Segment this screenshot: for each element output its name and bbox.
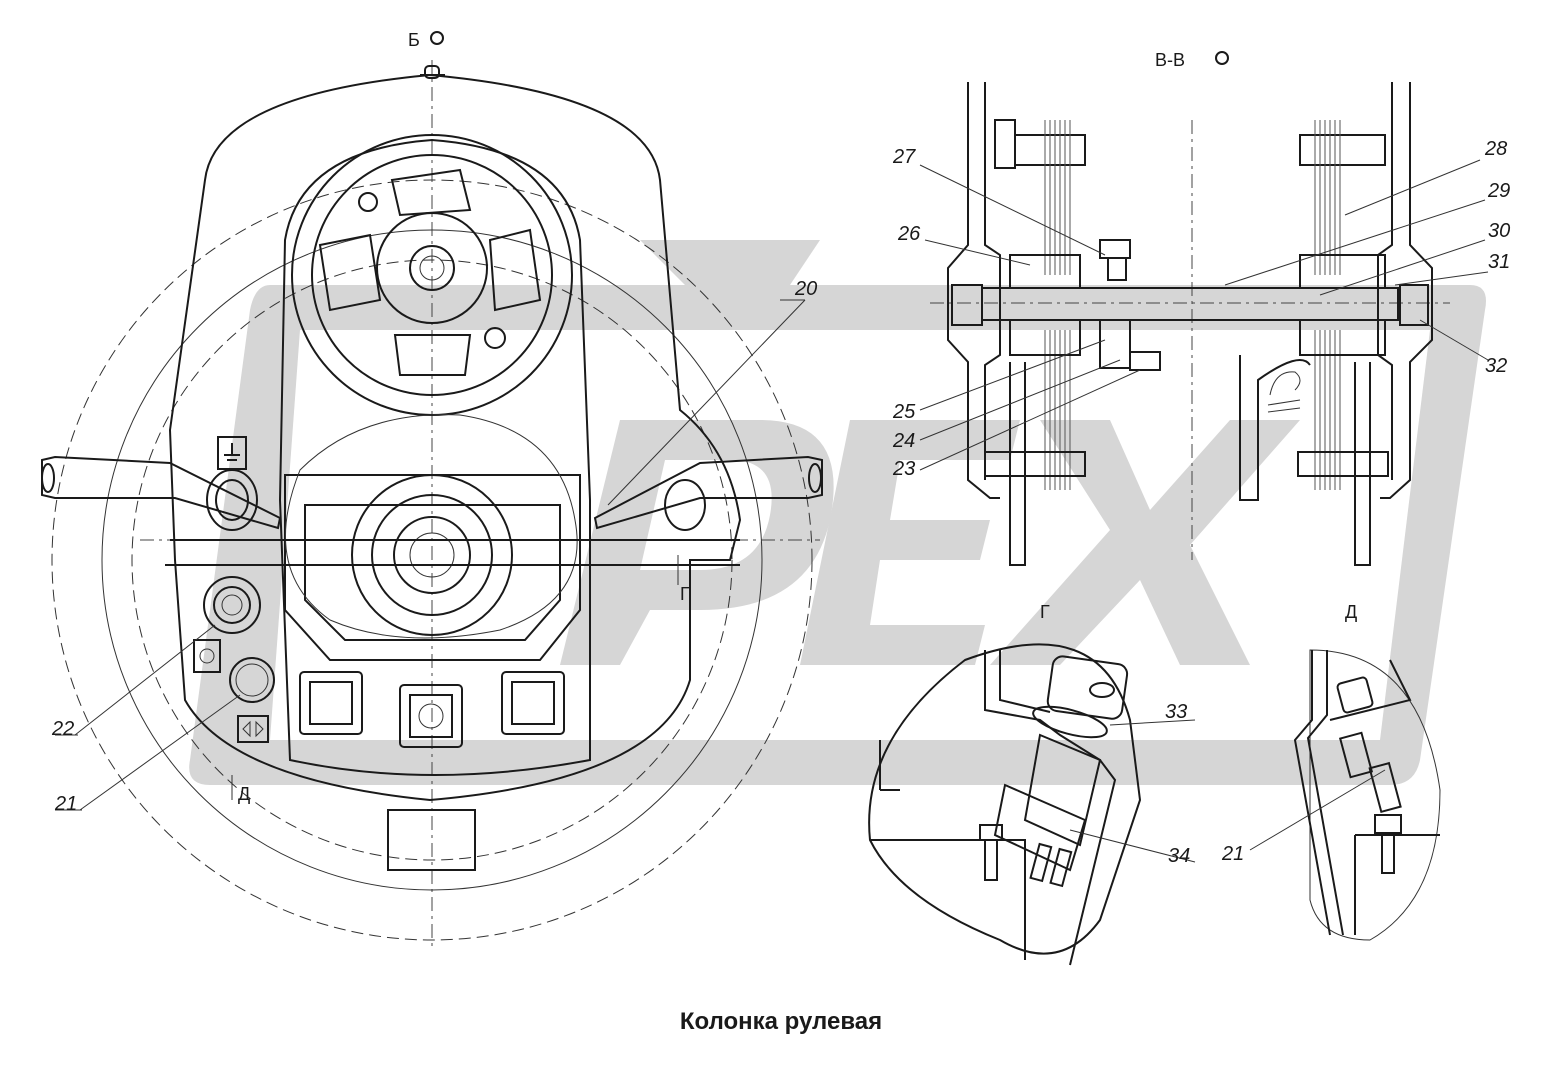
- section-vv-label: В-В: [1155, 50, 1185, 70]
- callout-24: 24: [892, 430, 915, 452]
- view-d-label: Д: [1345, 602, 1357, 622]
- arrow-g-label: Г: [680, 584, 690, 604]
- callout-20: 20: [794, 278, 817, 300]
- view-g-detail: [868, 643, 1196, 966]
- drawing-caption: Колонка рулевая: [679, 1008, 883, 1035]
- section-vv: [919, 82, 1489, 566]
- callout-31: 31: [1488, 251, 1510, 273]
- callout-25: 25: [892, 401, 916, 423]
- callout-26: 26: [897, 223, 921, 245]
- callout-21-detail: 21: [1221, 843, 1244, 865]
- callout-28: 28: [1484, 138, 1507, 160]
- callout-32: 32: [1485, 355, 1507, 377]
- front-view: [41, 31, 1229, 950]
- view-g-label: Г: [1040, 602, 1050, 622]
- arrow-d-label: Д: [238, 784, 250, 804]
- callout-27: 27: [892, 146, 916, 168]
- labels: Б В-В Г Д Г Д 20 21 22 23 24 25 26 27 28…: [51, 30, 1510, 867]
- callout-30: 30: [1488, 220, 1510, 242]
- view-d-detail: [1249, 649, 1441, 941]
- callout-23: 23: [892, 458, 915, 480]
- watermark-logo: [189, 240, 1487, 785]
- view-b-label: Б: [408, 30, 420, 50]
- callout-21: 21: [54, 793, 77, 815]
- callout-29: 29: [1487, 180, 1510, 202]
- callout-34: 34: [1168, 845, 1190, 867]
- callout-33: 33: [1165, 701, 1187, 723]
- callout-22: 22: [51, 718, 74, 740]
